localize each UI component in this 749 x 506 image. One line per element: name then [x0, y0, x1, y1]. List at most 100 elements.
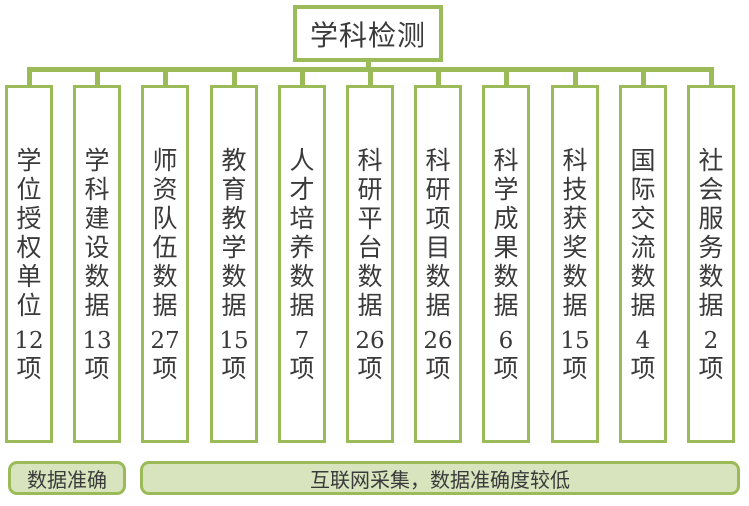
branch-node-count: 4 [635, 327, 651, 354]
branch-node-count: 12 [14, 327, 44, 354]
branch-node-label-char: 服 [698, 203, 724, 233]
branch-node-label-char: 科 [562, 145, 588, 175]
branch-node-label-char: 数 [152, 261, 178, 291]
branch-node-label-char: 教 [221, 203, 247, 233]
branch-node-label-char: 学 [221, 232, 247, 262]
branch-node-unit: 项 [425, 353, 451, 383]
branch-node-label-char: 人 [289, 145, 315, 175]
branch-node-label-char: 建 [84, 203, 110, 233]
branch-node-label-char: 科 [84, 174, 110, 204]
branch-node-label-char: 社 [698, 145, 724, 175]
branch-node-label-char: 奖 [562, 232, 588, 262]
branch-node-label-char: 据 [84, 290, 110, 320]
branch-node-unit: 项 [562, 353, 588, 383]
connector-rail [27, 67, 714, 72]
branch-node-label-char: 养 [289, 232, 315, 262]
branch-node-label-char: 教 [221, 145, 247, 175]
branch-node-label-char: 成 [493, 203, 519, 233]
branch-node-label-char: 授 [16, 203, 42, 233]
branch-node-label-char: 学 [84, 145, 110, 175]
branch-node-unit: 项 [493, 353, 519, 383]
connector-branch-stub [232, 70, 237, 86]
branch-node-label-char: 学 [493, 174, 519, 204]
root-node: 学科检测 [293, 5, 443, 62]
branch-node-count: 6 [498, 327, 514, 354]
connector-branch-stub [300, 70, 305, 86]
branch-node-label-char: 据 [562, 290, 588, 320]
branch-node-unit: 项 [698, 353, 724, 383]
branch-node-unit: 项 [357, 353, 383, 383]
connector-branch-stub [163, 70, 168, 86]
branch-node-label-char: 资 [152, 174, 178, 204]
branch-node-label-char: 果 [493, 232, 519, 262]
connector-branch-stub [709, 70, 714, 86]
branch-node-label-char: 位 [16, 290, 42, 320]
branch-node-label-char: 伍 [152, 232, 178, 262]
branch-node-label-char: 目 [425, 232, 451, 262]
branch-node-label-char: 数 [425, 261, 451, 291]
branch-node-count: 15 [219, 327, 249, 354]
branch-node-label-char: 设 [84, 232, 110, 262]
branch-node-label-char: 单 [16, 261, 42, 291]
branch-node-label-char: 研 [425, 174, 451, 204]
branch-node-label-char: 队 [152, 203, 178, 233]
branch-node-label-char: 交 [630, 203, 656, 233]
connector-branch-stub [573, 70, 578, 86]
branch-node-label-char: 学 [16, 145, 42, 175]
branch-node-label-char: 权 [16, 232, 42, 262]
branch-node-label-char: 数 [84, 261, 110, 291]
branch-node-label-char: 数 [221, 261, 247, 291]
branch-node-label-char: 获 [562, 203, 588, 233]
branch-node-label-char: 数 [562, 261, 588, 291]
connector-branch-stub [436, 70, 441, 86]
branch-node-label-char: 据 [698, 290, 724, 320]
branch-node-label-char: 科 [493, 145, 519, 175]
branch-node-label-char: 科 [357, 145, 383, 175]
branch-node-count: 13 [82, 327, 112, 354]
branch-node-label-char: 项 [425, 203, 451, 233]
footnote-internet: 互联网采集，数据准确度较低 [140, 461, 740, 495]
branch-node-count: 26 [423, 327, 453, 354]
connector-branch-stub [641, 70, 646, 86]
branch-node-count: 15 [560, 327, 590, 354]
branch-node-unit: 项 [289, 353, 315, 383]
branch-node-label-char: 平 [357, 203, 383, 233]
footnote-internet-label: 互联网采集，数据准确度较低 [310, 467, 570, 492]
branch-node-unit: 项 [16, 353, 42, 383]
branch-node-label-char: 数 [357, 261, 383, 291]
branch-node-label-char: 数 [630, 261, 656, 291]
branch-node-label-char: 据 [289, 290, 315, 320]
branch-node-label-char: 会 [698, 174, 724, 204]
connector-branch-stub [95, 70, 100, 86]
branch-node-label-char: 据 [630, 290, 656, 320]
branch-node-label-char: 数 [698, 261, 724, 291]
branch-node-label-char: 位 [16, 174, 42, 204]
branch-node-label-char: 据 [493, 290, 519, 320]
branch-node-count: 2 [703, 327, 719, 354]
branch-node-label-char: 国 [630, 145, 656, 175]
branch-node-unit: 项 [630, 353, 656, 383]
connector-branch-stub [27, 70, 32, 86]
branch-node-label-char: 际 [630, 174, 656, 204]
branch-node-label-char: 务 [698, 232, 724, 262]
branch-node-label-char: 据 [221, 290, 247, 320]
branch-node-count: 26 [355, 327, 385, 354]
footnote-accurate: 数据准确 [8, 461, 126, 495]
branch-node-label-char: 技 [562, 174, 588, 204]
branch-node-label-char: 育 [221, 174, 247, 204]
branch-node-label-char: 培 [289, 203, 315, 233]
branch-node-count: 27 [150, 327, 180, 354]
connector-branch-stub [504, 70, 509, 86]
branch-node-label-char: 台 [357, 232, 383, 262]
